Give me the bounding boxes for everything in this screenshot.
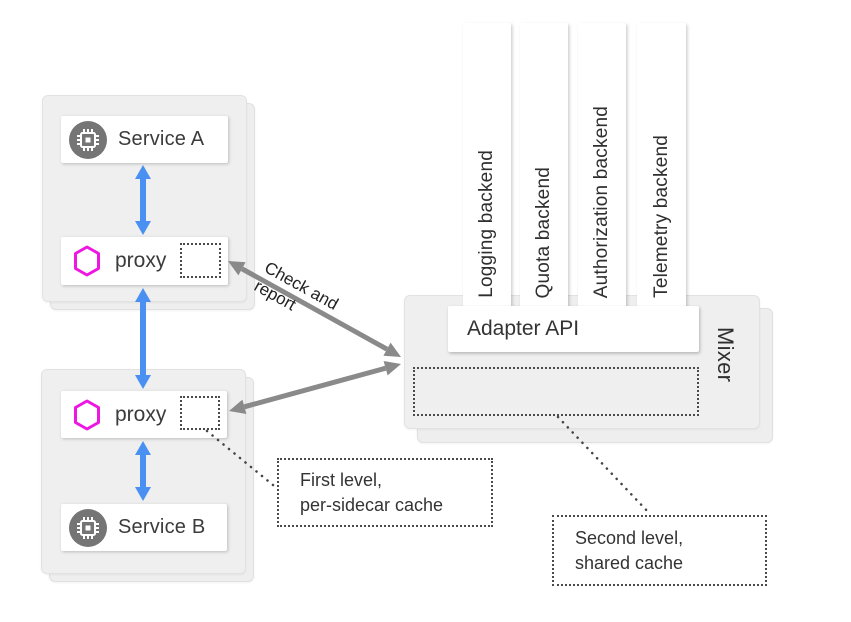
backend-pillar-logging: Logging backend [463, 23, 511, 313]
service-a-label: Service A [118, 128, 205, 150]
backend-pillar-authorization: Authorization backend [578, 23, 626, 313]
check-and-report-label: Check and report [251, 257, 342, 333]
service-a-box: Service A [61, 116, 228, 163]
second-level-cache-line1: Second level, [575, 527, 684, 548]
hexagon-icon [74, 399, 100, 430]
adapter-api-box: Adapter API [448, 306, 699, 352]
second-level-cache-note: Second level, shared cache [552, 515, 767, 586]
hexagon-icon [74, 245, 100, 277]
mixer-shared-cache-slot [413, 367, 699, 416]
backend-label: Telemetry backend [650, 135, 672, 298]
second-level-cache-line2: shared cache [575, 552, 684, 573]
backend-label: Authorization backend [591, 105, 612, 298]
proxy-a-cache-slot [180, 243, 221, 278]
first-level-cache-line2: per-sidecar cache [300, 494, 444, 515]
backend-label: Logging backend [476, 150, 497, 298]
chip-icon [69, 508, 107, 547]
backend-label: Quota backend [533, 166, 554, 298]
first-level-cache-line1: First level, [300, 469, 383, 490]
proxy-b-box: proxy [61, 391, 227, 438]
chip-icon [69, 120, 107, 159]
proxy-b-mixer-arrow [229, 361, 401, 414]
proxy-a-box: proxy [61, 237, 228, 285]
service-b-label: Service B [118, 516, 206, 538]
backend-pillar-telemetry: Telemetry backend [637, 23, 686, 313]
proxy-a-label: proxy [115, 249, 167, 272]
mixer-label: Mixer [713, 327, 738, 383]
service-b-box: Service B [61, 504, 227, 551]
proxy-b-label: proxy [115, 402, 167, 426]
adapter-api-label: Adapter API [467, 317, 580, 340]
proxy-b-cache-slot [180, 396, 220, 430]
backend-pillar-quota: Quota backend [520, 23, 568, 313]
first-level-cache-note: First level, per-sidecar cache [277, 458, 493, 527]
